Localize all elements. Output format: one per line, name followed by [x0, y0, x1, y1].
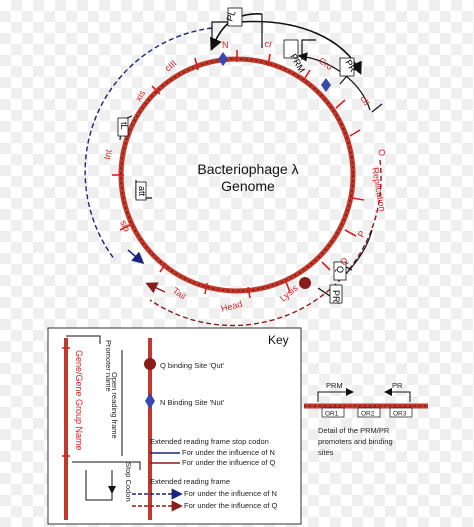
key-for-q: For under the influence of Q — [182, 458, 276, 467]
key-for-n: For under the influence of N — [182, 448, 275, 457]
gene-q: Q — [338, 255, 350, 267]
leftward-transcript-arc — [84, 27, 213, 261]
q-box-label: Q — [335, 266, 345, 273]
gene-sib: sib — [118, 219, 132, 234]
detail-caption-1: Detail of the PRM/PR — [318, 426, 390, 435]
gene-tail: Tail — [171, 285, 188, 301]
detail-or1: OR1 — [325, 411, 339, 418]
gene-head: Head — [220, 299, 243, 314]
key-ext-frame: Extended reading frame — [150, 477, 230, 486]
leftward-transcript-arrow — [127, 249, 145, 264]
gene-o: O — [376, 148, 387, 157]
key-arrow-q: For under the influence of Q — [184, 501, 278, 510]
promoter-brackets — [119, 14, 383, 297]
gene-int: Int — [102, 148, 114, 160]
key-nut-symbol — [145, 393, 155, 409]
pi-label: tL — [119, 122, 129, 130]
detail-pr-label: PR — [392, 381, 403, 390]
key-n-site: N Binding Site 'Nut' — [160, 398, 225, 407]
key-arrow-n: For under the influence of N — [184, 489, 277, 498]
key-q-site: Q binding Site 'Qut' — [160, 361, 225, 370]
pr2-label: PR' — [331, 290, 341, 305]
detail-or2: OR2 — [361, 411, 375, 418]
detail-caption-2: promoters and binding — [318, 437, 393, 446]
key-title: Key — [268, 333, 289, 347]
gene-n: N — [222, 40, 229, 50]
prm-pr-detail: PRM PR OR1 OR2 OR3 Detail of the PRM/PR … — [304, 381, 428, 457]
genome-title-line2: Genome — [221, 178, 275, 194]
key-promoter-name: Promoter name — [104, 340, 113, 392]
detail-or3: OR3 — [393, 411, 407, 418]
pl-label: PL — [224, 9, 237, 23]
gene-ciii: cIII — [163, 58, 179, 73]
att-box-label: att — [137, 186, 147, 197]
detail-caption-3: sites — [318, 448, 334, 457]
key-gene-group: Gene/Gene Group Name — [74, 350, 84, 451]
gene-ci: cI — [263, 38, 272, 49]
gene-cii: cII — [358, 94, 371, 107]
late-transcript-arc — [149, 159, 382, 327]
gene-replication: Replication — [370, 167, 388, 213]
gene-xis: xis — [133, 88, 147, 103]
key-qut-symbol — [144, 358, 156, 370]
key-open-reading-frame: Open reading frame — [110, 372, 119, 439]
key-ext-stop: Extended reading frame stop codon — [150, 437, 269, 446]
gene-boundaries — [112, 50, 365, 299]
qut-site — [299, 277, 311, 289]
late-transcript-arrow — [145, 282, 166, 294]
detail-prm-label: PRM — [326, 381, 343, 390]
genome-title-line1: Bacteriophage λ — [197, 161, 298, 177]
gene-lysis: Lysis — [278, 283, 300, 304]
nut-site-right — [321, 78, 331, 92]
gene-p: P — [356, 229, 368, 239]
nut-site-left — [218, 52, 228, 66]
gene-cro: Cro — [317, 55, 335, 72]
key-stop-codon: Stop Codon — [124, 462, 133, 502]
